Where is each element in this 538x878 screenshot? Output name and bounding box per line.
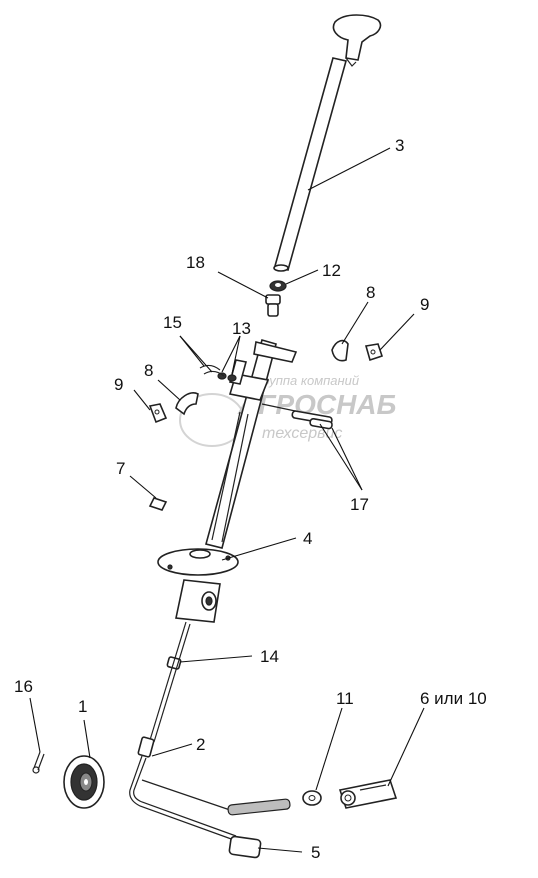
callout-11: 11 [336, 689, 354, 708]
callout-8-left: 8 [144, 361, 153, 380]
part-1-pulley [63, 755, 105, 809]
callout-1: 1 [78, 697, 87, 716]
callout-2: 2 [196, 735, 205, 754]
part-13-pins [217, 372, 237, 382]
callout-7: 7 [116, 459, 125, 478]
part-8-right [331, 339, 349, 362]
part-8-left [175, 392, 199, 416]
part-15-clip [199, 364, 225, 377]
part-16-pin [32, 751, 45, 774]
callout-18: 18 [186, 253, 205, 272]
callout-17: 17 [350, 495, 369, 514]
part-2-cable [129, 621, 291, 841]
callout-9-right: 9 [420, 295, 429, 314]
part-18-bushing [265, 294, 281, 317]
part-12-nut [269, 280, 287, 292]
callout-4: 4 [303, 529, 312, 548]
part-6-10-clevis [338, 779, 398, 809]
callouts: 3 12 18 8 9 15 13 8 9 7 17 4 14 2 5 11 6… [14, 136, 487, 862]
leader-lines [29, 147, 425, 853]
callout-3: 3 [395, 136, 404, 155]
callout-5: 5 [311, 843, 320, 862]
part-4-column [157, 339, 298, 623]
part-7 [148, 497, 168, 511]
callout-16: 16 [14, 677, 33, 696]
part-9-left [148, 403, 168, 424]
callout-14: 14 [260, 647, 279, 666]
part-9-right [364, 343, 384, 362]
watermark: группа компаний АГРОСНАБ техсервис [179, 373, 396, 447]
watermark-line1: группа компаний [256, 373, 359, 388]
callout-6-or-10: 6 или 10 [420, 689, 487, 708]
callout-9-left: 9 [114, 375, 123, 394]
callout-12: 12 [322, 261, 341, 280]
part-5-fitting [228, 835, 262, 859]
callout-13: 13 [232, 319, 251, 338]
part-17-pins [261, 403, 333, 430]
part-3-lever [273, 14, 382, 272]
callout-15: 15 [163, 313, 182, 332]
part-11-nut [302, 790, 322, 806]
callout-8-right: 8 [366, 283, 375, 302]
watermark-line3: техсервис [262, 425, 342, 442]
